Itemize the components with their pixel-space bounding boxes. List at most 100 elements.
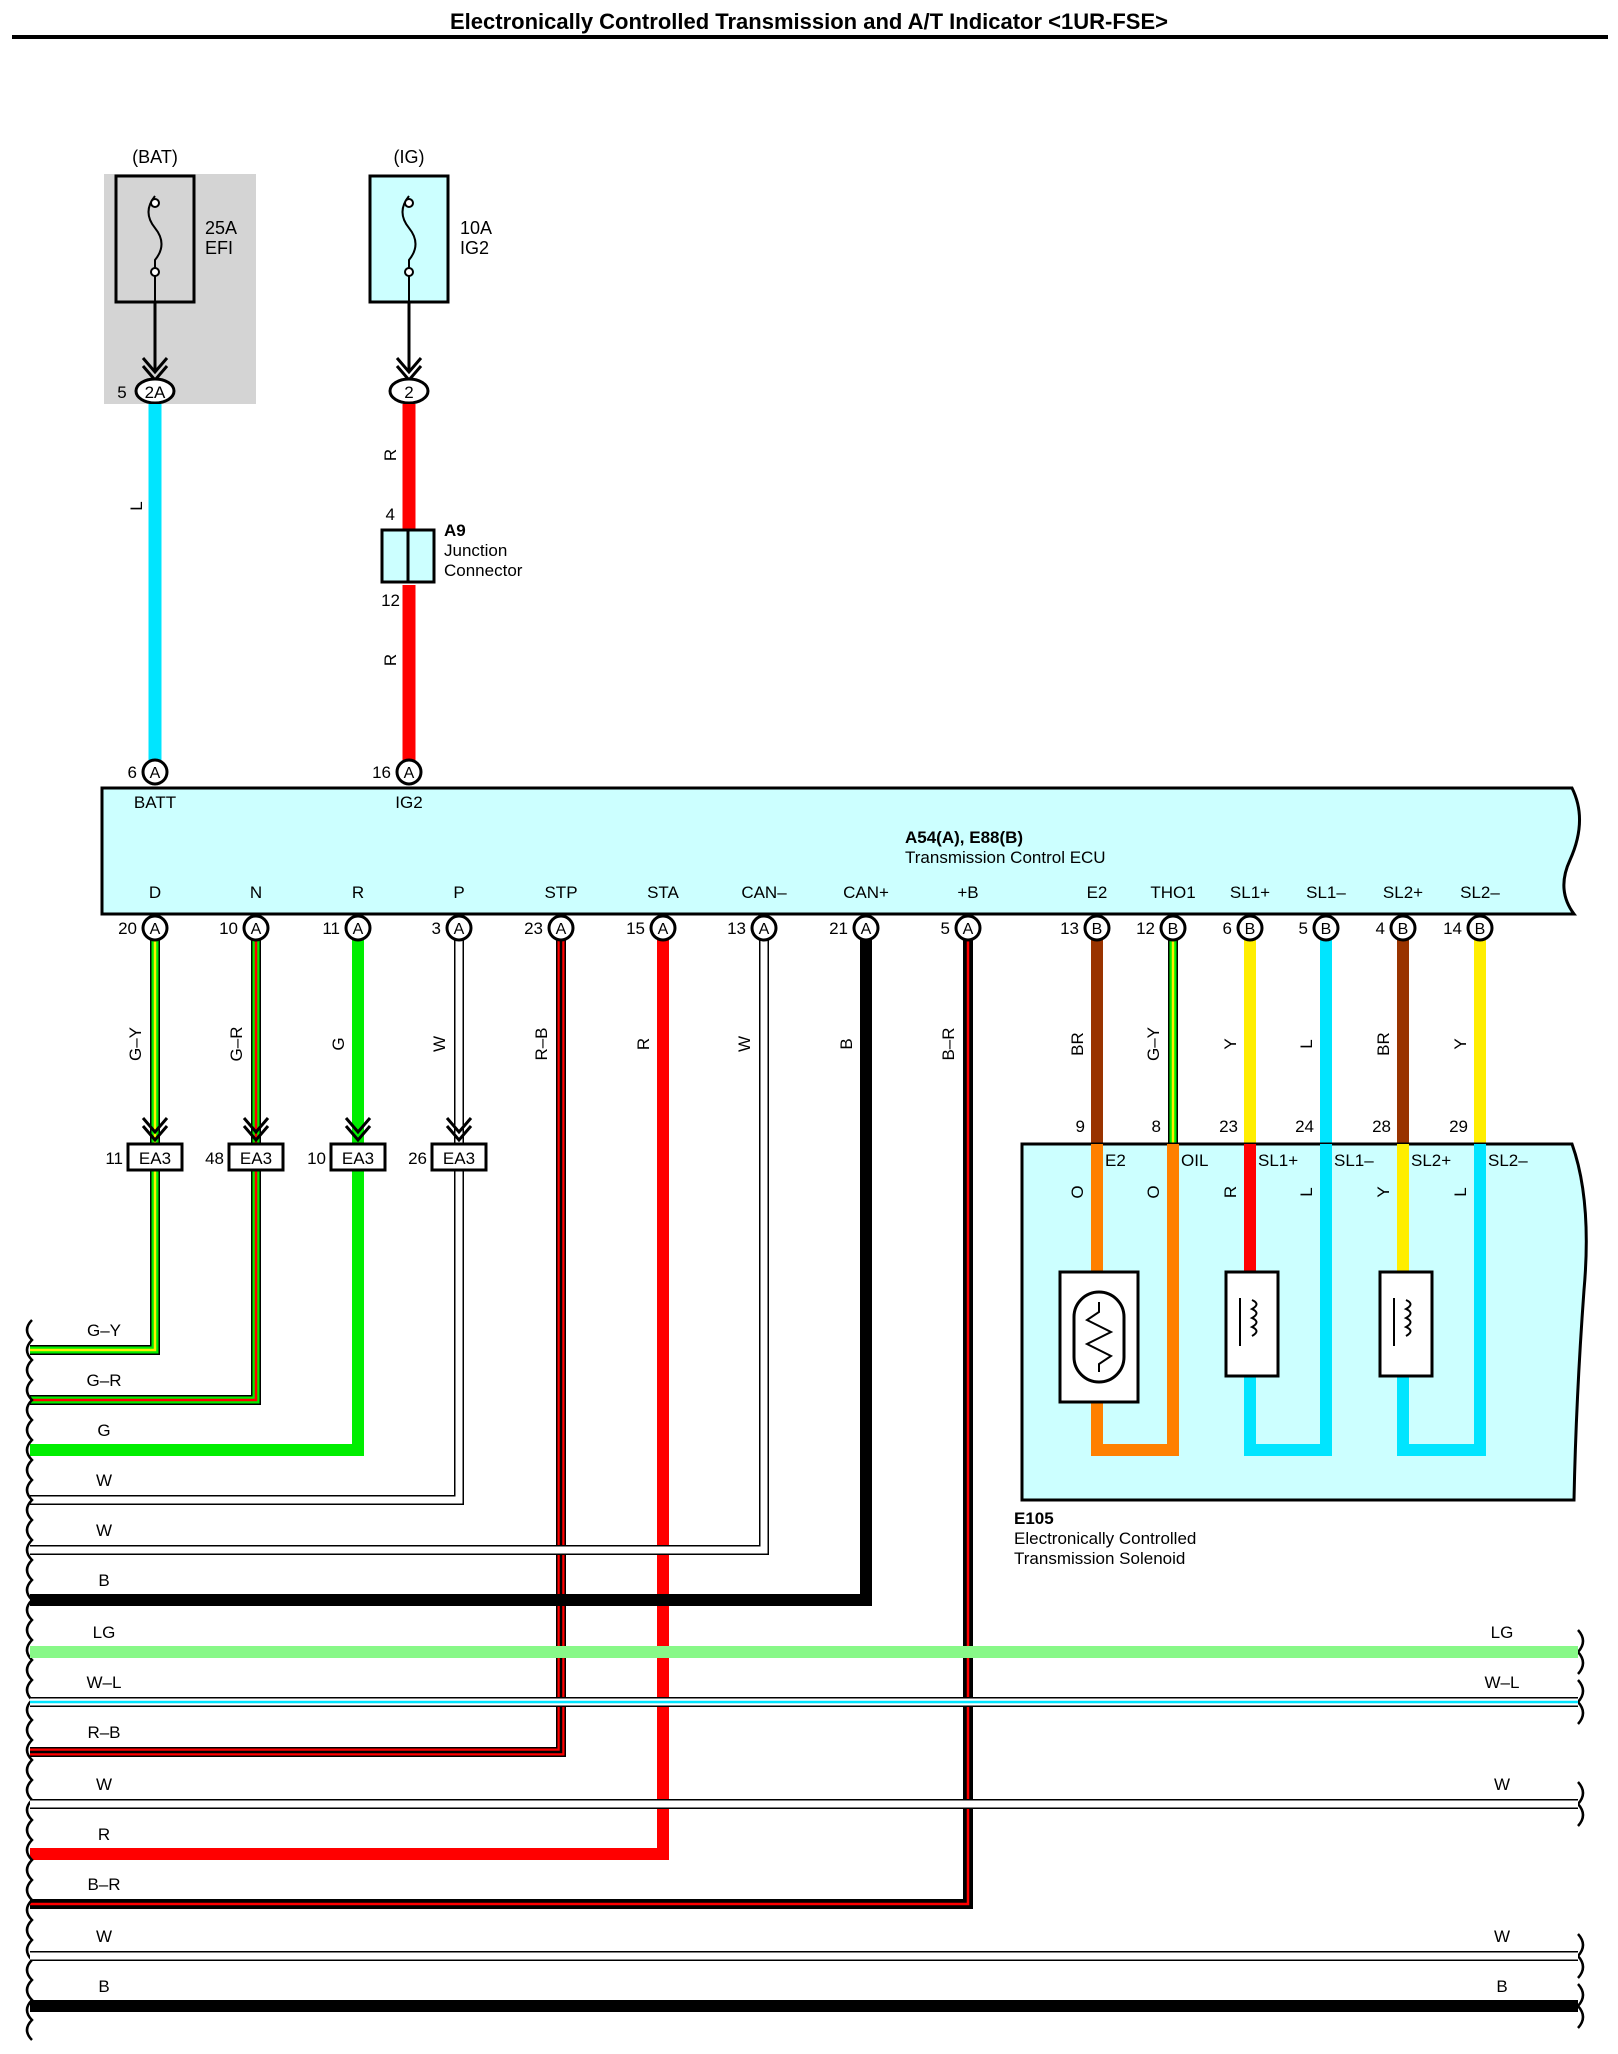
ecu-wire-r [30, 932, 364, 1456]
bus-right-label: LG [1491, 1623, 1514, 1642]
ecu-pin-n-letter: A [251, 921, 262, 938]
ecu-pin-can+-letter: A [861, 921, 872, 938]
ecu-pin-label: SL1+ [1230, 883, 1270, 902]
junction-id: A9 [444, 521, 466, 540]
bus-right-edge [1576, 1679, 1585, 1725]
ecu-pin-label: N [250, 883, 262, 902]
ecu-wire-color-label: BR [1374, 1032, 1393, 1056]
ecu-pin-label: SL2– [1460, 883, 1500, 902]
ecu-top-pin-label: BATT [134, 793, 176, 812]
ecu-pin-sl2–-letter: B [1475, 921, 1486, 938]
ecu-top-pin-ig2-letter: A [404, 765, 415, 782]
ecu-pin-r-circle [344, 914, 372, 942]
ecu-body [100, 786, 1582, 916]
ecu-wire-+b-outline [30, 932, 973, 1909]
ecu-wire-color-label: G–Y [1144, 1027, 1163, 1061]
ecu-wire-d [30, 932, 160, 1355]
solenoid-pin-number: 24 [1295, 1117, 1314, 1136]
ea3-box [329, 1142, 387, 1172]
ecu-pin-label: CAN– [741, 883, 787, 902]
ecu-wire-sta-fill [30, 932, 669, 1860]
bus-right-edge [1576, 1933, 1585, 1979]
bus-left-label: W [96, 1927, 112, 1946]
ecu-wire-color-label: B [837, 1038, 856, 1049]
ecu-wire-color-label: B–R [939, 1027, 958, 1060]
solenoid-id: E105 [1014, 1509, 1054, 1528]
bus-left-label: G–Y [87, 1321, 121, 1340]
ecu-pin-sta-circle [649, 914, 677, 942]
bus-right-label: W [1494, 1927, 1510, 1946]
ecu-wire-color-label: G–Y [126, 1027, 145, 1061]
solenoid-wire-color-label: L [1451, 1187, 1470, 1196]
fuse-efi-name: EFI [205, 238, 233, 258]
solenoid-pin-number: 29 [1449, 1117, 1468, 1136]
ecu-wire-can–-outline [30, 932, 769, 1555]
fuse-ig2-source: (IG) [394, 147, 425, 167]
ecu-wire-stp-stripe [30, 932, 563, 1754]
page-title: Electronically Controlled Transmission a… [450, 9, 1168, 34]
ea3-pin: 48 [205, 1149, 224, 1168]
solenoid-wire-color-label: O [1068, 1185, 1087, 1198]
solenoid-wire-color-label: O [1144, 1185, 1163, 1198]
bus-right-label: B [1496, 1977, 1507, 1996]
bus-right-label: W–L [1485, 1673, 1520, 1692]
ea3-box [430, 1142, 488, 1172]
ecu-pin-r-letter: A [353, 921, 364, 938]
ea3-arrow [141, 1125, 169, 1143]
bus-left-label: B–R [87, 1875, 120, 1894]
ecu-pin-+b-letter: A [963, 921, 974, 938]
bus-right-edge [1576, 1983, 1585, 2029]
ecu-wire-stp [30, 932, 566, 1757]
ecu-pin-number: 13 [727, 919, 746, 938]
solenoid-wire-color-label: R [1221, 1186, 1240, 1198]
ecu-pin-d-circle [141, 914, 169, 942]
ecu-wire-d-outline [30, 932, 160, 1355]
bus-left-label: B [98, 1977, 109, 1996]
ecu-pin-can–-letter: A [759, 921, 770, 938]
solenoid-pin-label: SL1+ [1258, 1151, 1298, 1170]
bus-right-edge [1576, 1629, 1585, 1675]
fuse-ig2-name: IG2 [460, 238, 489, 258]
ea3-connector: EA3 11 [105, 1117, 184, 1172]
solenoid-pin-label: SL2– [1488, 1151, 1528, 1170]
ecu-wire-can+-fill [30, 932, 872, 1606]
bus-left-label: R–B [87, 1723, 120, 1742]
solenoid-sl2-coil [1378, 1270, 1434, 1378]
ecu-pin-can–-circle [750, 914, 778, 942]
ecu-pin-number: 11 [322, 919, 340, 938]
ecu-wire-n [30, 932, 261, 1405]
bus-left-label: B [98, 1571, 109, 1590]
ea3-name: EA3 [443, 1149, 475, 1168]
ecu-pin-e2-letter: B [1092, 921, 1103, 938]
ecu-pin-sl1–-letter: B [1321, 921, 1332, 938]
connector-2-label: 2 [404, 383, 413, 402]
ecu-pin-number: 4 [1376, 919, 1385, 938]
ecu-pin-d-letter: A [150, 921, 161, 938]
ecu-wire-p-fill [30, 932, 463, 1504]
ea3-name: EA3 [139, 1149, 171, 1168]
ecu-pin-number: 13 [1060, 919, 1079, 938]
ecu-pin-number: 21 [829, 919, 848, 938]
ea3-pin: 10 [307, 1149, 326, 1168]
solenoid-sl1-return [1244, 1144, 1332, 1456]
solenoid-sl1-coil [1224, 1270, 1280, 1378]
ecu-pin-label: D [149, 883, 161, 902]
ecu-pin-label: STA [647, 883, 679, 902]
ecu-wire-d-fill [30, 932, 159, 1354]
ecu-pin-p-letter: A [454, 921, 465, 938]
solenoid-pin-number: 8 [1152, 1117, 1161, 1136]
ecu-pin-number: 3 [432, 919, 441, 938]
ecu-pin-+b-circle [954, 914, 982, 942]
ea3-arrow [445, 1117, 473, 1135]
junction-a9 [380, 528, 436, 584]
ecu-pin-number: 14 [1443, 919, 1462, 938]
bus-left-label: W [96, 1775, 112, 1794]
ecu-name: Transmission Control ECU [905, 848, 1106, 867]
fuse-efi-source: (BAT) [132, 147, 178, 167]
ea3-pin: 11 [105, 1149, 123, 1168]
ecu-wire-r-fill [30, 932, 364, 1456]
ecu-top-pin-ig2-circle [395, 758, 423, 786]
